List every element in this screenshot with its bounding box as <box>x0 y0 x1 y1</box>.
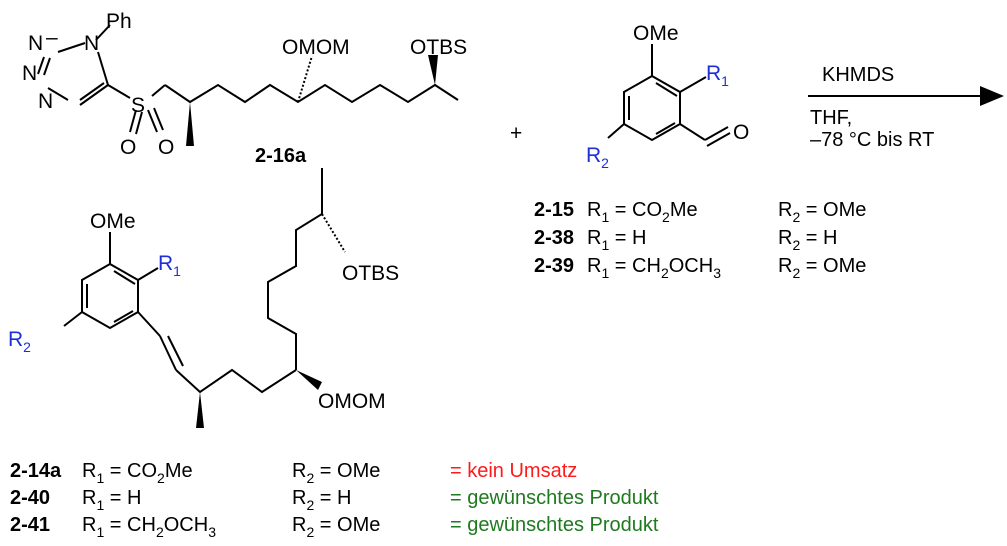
svg-text:2-38: 2-38 <box>534 227 574 249</box>
product-structure: OMe R1 R2 OTBS OMOM <box>8 168 399 428</box>
aldehyde-row-2-15: 2-15 R1 = CO2Me R2 = OMe <box>534 199 866 225</box>
result-desired-product: = gewünschtes Produkt <box>450 514 659 536</box>
omom-label: OMOM <box>282 36 350 59</box>
svg-text:R1 = H: R1 = H <box>82 487 142 513</box>
solvent-label: THF, <box>810 107 852 129</box>
aldehyde-structure: OMe R1 R2 O <box>586 22 749 171</box>
product-row-2-41: 2-41 R1 = CH2OCH3 R2 = OMe = gewünschtes… <box>10 514 659 540</box>
aldehyde-oxygen: O <box>733 121 749 144</box>
svg-text:2-40: 2-40 <box>10 487 50 509</box>
tetrazole-n1: N <box>28 32 43 55</box>
temperature-label: –78 °C bis RT <box>810 129 934 151</box>
aldehyde-bonds <box>607 44 731 147</box>
product-row-2-40: 2-40 R1 = H R2 = H = gewünschtes Produkt <box>10 487 659 513</box>
svg-text:R2 = OMe: R2 = OMe <box>778 199 866 225</box>
otbs-label: OTBS <box>410 36 467 59</box>
svg-text:2-15: 2-15 <box>534 199 574 221</box>
result-desired-product: = gewünschtes Produkt <box>450 487 659 509</box>
compound-id-2-16a: 2-16a <box>255 145 307 167</box>
sulfur-atom: S <box>131 94 145 117</box>
aldehyde-r1: R1 <box>706 62 729 89</box>
svg-text:R1 = CO2Me: R1 = CO2Me <box>82 460 193 486</box>
tetrazole-n-ph: N <box>84 32 99 55</box>
result-no-conversion: = kein Umsatz <box>450 460 577 482</box>
product-bonds <box>63 168 346 428</box>
svg-text:2-41: 2-41 <box>10 514 50 536</box>
sulfone-bonds <box>37 24 459 146</box>
phenyl-label: Ph <box>106 10 132 33</box>
sulfonyl-oxygen-1: O <box>120 136 136 159</box>
product-ome: OMe <box>90 210 136 233</box>
aldehyde-r2: R2 <box>586 144 609 171</box>
aldehyde-row-2-38: 2-38 R1 = H R2 = H <box>534 227 838 253</box>
svg-text:2-14a: 2-14a <box>10 460 62 482</box>
svg-text:R2 = OMe: R2 = OMe <box>778 255 866 281</box>
reagent-label: KHMDS <box>822 64 894 86</box>
tetrazole-bond-dash: – <box>46 26 58 49</box>
tetrazole-n3: N <box>38 90 53 113</box>
svg-text:R1 = CH2OCH3: R1 = CH2OCH3 <box>82 514 216 540</box>
svg-text:R2 = OMe: R2 = OMe <box>292 460 380 486</box>
tetrazole-n2: N <box>22 62 37 85</box>
aldehyde-variant-table: 2-15 R1 = CO2Me R2 = OMe 2-38 R1 = H R2 … <box>534 199 866 281</box>
aldehyde-row-2-39: 2-39 R1 = CH2OCH3 R2 = OMe <box>534 255 866 281</box>
svg-text:R1 = H: R1 = H <box>587 227 647 253</box>
reaction-arrow: KHMDS THF, –78 °C bis RT <box>808 64 1004 151</box>
plus-sign: + <box>510 122 522 145</box>
product-row-2-14a: 2-14a R1 = CO2Me R2 = OMe = kein Umsatz <box>10 460 577 486</box>
svg-text:R2 = H: R2 = H <box>292 487 352 513</box>
svg-text:R1 = CH2OCH3: R1 = CH2OCH3 <box>587 255 721 281</box>
product-variant-table: 2-14a R1 = CO2Me R2 = OMe = kein Umsatz … <box>10 460 659 540</box>
product-otbs: OTBS <box>342 262 399 285</box>
svg-text:R2 = H: R2 = H <box>778 227 838 253</box>
sulfone-structure: N – N Ph N N S O O OMOM OTBS 2-16a <box>22 10 467 167</box>
aldehyde-ome: OMe <box>633 22 679 45</box>
svg-text:2-39: 2-39 <box>534 255 574 277</box>
sulfonyl-oxygen-2: O <box>158 136 174 159</box>
product-r1: R1 <box>158 252 181 279</box>
product-r2: R2 <box>8 328 31 355</box>
svg-text:R1 = CO2Me: R1 = CO2Me <box>587 199 698 225</box>
svg-text:R2 = OMe: R2 = OMe <box>292 514 380 540</box>
product-omom: OMOM <box>318 390 386 413</box>
